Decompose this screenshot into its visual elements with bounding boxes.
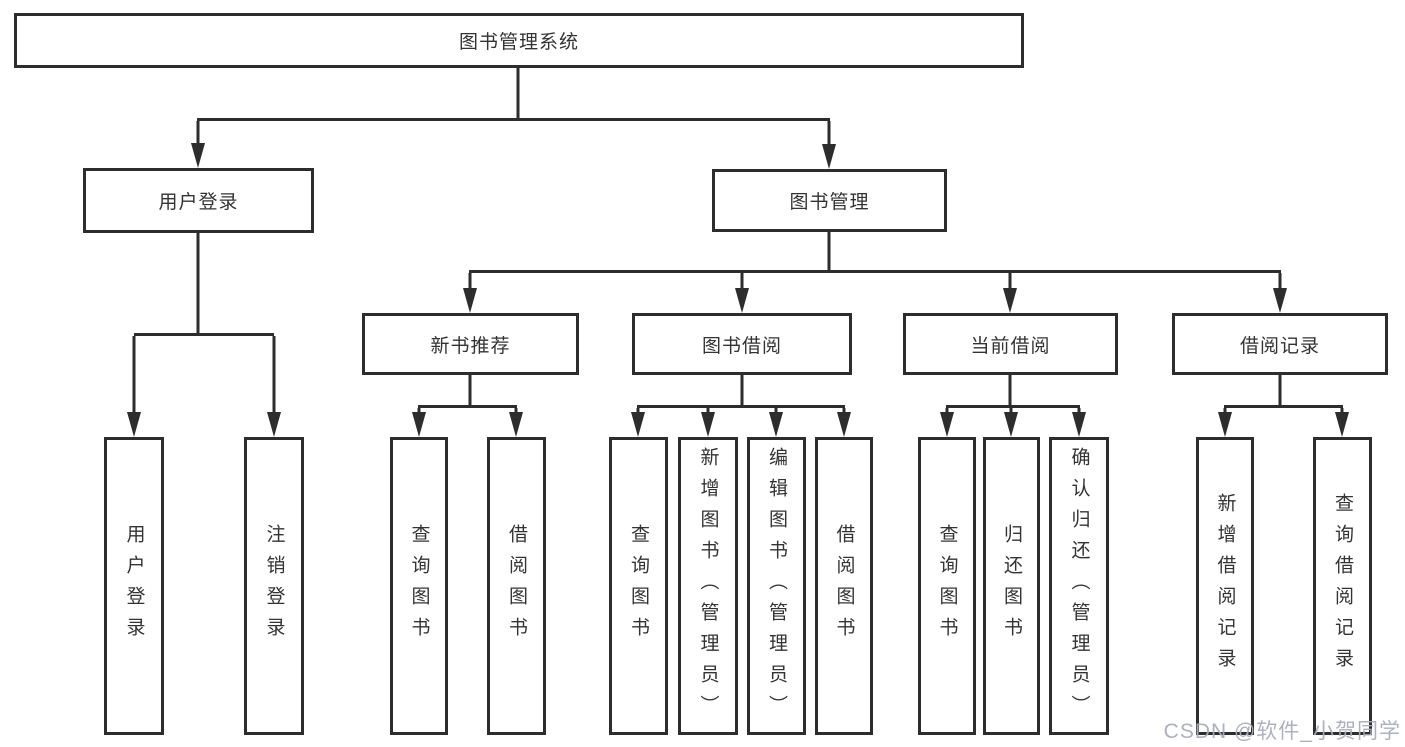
node-borrowing-records-label: 借阅记录 xyxy=(1239,335,1320,357)
node-book-management-label: 图书管理 xyxy=(789,192,870,213)
leaf-add-borrow-record-label: 新增借阅记录 xyxy=(1214,493,1236,679)
leaf-current-query-books-label: 查询图书 xyxy=(936,524,958,648)
leaf-logout-label: 注销登录 xyxy=(263,524,285,648)
leaf-return-books-label: 归还图书 xyxy=(1001,524,1022,648)
leaf-borrow-query-books: 查询图书 xyxy=(609,437,668,735)
leaf-borrow-borrow-books-label: 借阅图书 xyxy=(833,524,855,648)
leaf-query-borrow-record-label: 查询借阅记录 xyxy=(1332,493,1353,679)
leaf-logout: 注销登录 xyxy=(244,437,304,735)
node-current-borrowing-label: 当前借阅 xyxy=(970,335,1051,357)
leaf-user-login-label: 用户登录 xyxy=(123,524,145,648)
leaf-add-books-admin-label: 新增图书（管理员） xyxy=(697,446,719,726)
leaf-borrow-query-books-label: 查询图书 xyxy=(628,524,649,648)
node-book-borrowing-label: 图书借阅 xyxy=(701,335,782,357)
leaf-recommend-query-books: 查询图书 xyxy=(390,437,448,735)
leaf-recommend-borrow-books: 借阅图书 xyxy=(487,437,546,735)
leaf-confirm-return-admin: 确认归还（管理员） xyxy=(1049,437,1109,735)
watermark: CSDN @软件_小贺同学 xyxy=(1163,720,1401,743)
leaf-query-borrow-record: 查询借阅记录 xyxy=(1313,437,1372,735)
node-book-borrowing: 图书借阅 xyxy=(632,313,852,375)
leaf-add-borrow-record: 新增借阅记录 xyxy=(1196,437,1254,735)
leaf-borrow-borrow-books: 借阅图书 xyxy=(815,437,873,735)
node-root-label: 图书管理系统 xyxy=(458,32,579,53)
node-root-library-system: 图书管理系统 xyxy=(14,13,1024,68)
node-new-book-recommendation-label: 新书推荐 xyxy=(430,335,511,357)
node-current-borrowing: 当前借阅 xyxy=(903,313,1118,375)
node-user-login-label: 用户登录 xyxy=(158,192,239,213)
leaf-user-login: 用户登录 xyxy=(104,437,164,735)
leaf-current-query-books: 查询图书 xyxy=(918,437,976,735)
node-user-login: 用户登录 xyxy=(83,168,314,233)
leaf-edit-books-admin: 编辑图书（管理员） xyxy=(747,437,806,735)
leaf-confirm-return-admin-label: 确认归还（管理员） xyxy=(1068,446,1090,726)
leaf-recommend-borrow-books-label: 借阅图书 xyxy=(506,524,527,648)
node-borrowing-records: 借阅记录 xyxy=(1172,313,1388,375)
leaf-return-books: 归还图书 xyxy=(983,437,1040,735)
leaf-recommend-query-books-label: 查询图书 xyxy=(408,524,430,648)
leaf-edit-books-admin-label: 编辑图书（管理员） xyxy=(766,446,787,726)
node-new-book-recommendation: 新书推荐 xyxy=(362,313,579,375)
leaf-add-books-admin: 新增图书（管理员） xyxy=(678,437,738,735)
node-book-management: 图书管理 xyxy=(712,169,947,232)
